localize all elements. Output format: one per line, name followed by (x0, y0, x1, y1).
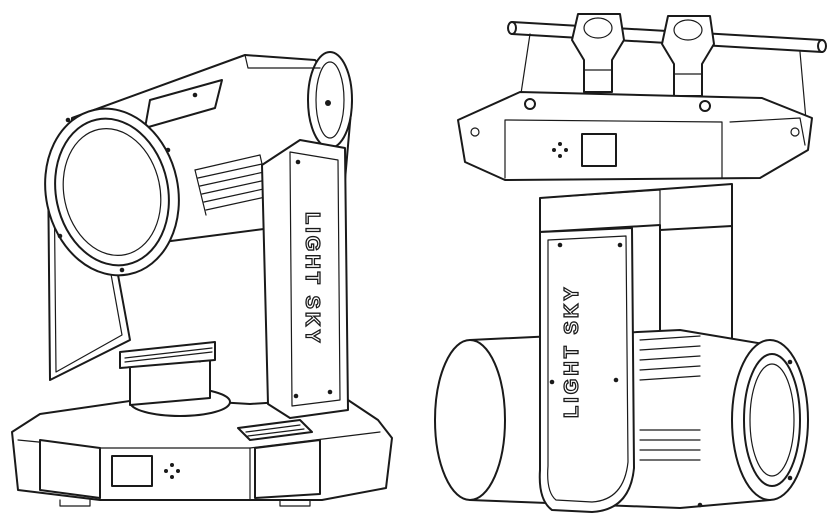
yoke-arm: LIGHT SKY (538, 227, 635, 513)
clamp-left (571, 13, 625, 93)
clamp-right (661, 15, 715, 97)
base (11, 397, 393, 507)
display-screen (581, 133, 617, 167)
moving-head-front-view: LIGHT SKY (11, 51, 393, 507)
brand-label: LIGHT SKY (301, 212, 323, 346)
lens (44, 107, 180, 277)
brand-label: LIGHT SKY (561, 284, 583, 418)
base (457, 91, 813, 181)
yoke-front-arm: LIGHT SKY (261, 139, 349, 419)
control-buttons (164, 463, 180, 479)
moving-head-hanging-view: LIGHT SKY (434, 13, 827, 513)
display-screen (111, 455, 153, 487)
turret (119, 341, 231, 417)
cooling-fins (639, 335, 701, 461)
control-buttons (552, 142, 568, 158)
turret (539, 183, 733, 346)
